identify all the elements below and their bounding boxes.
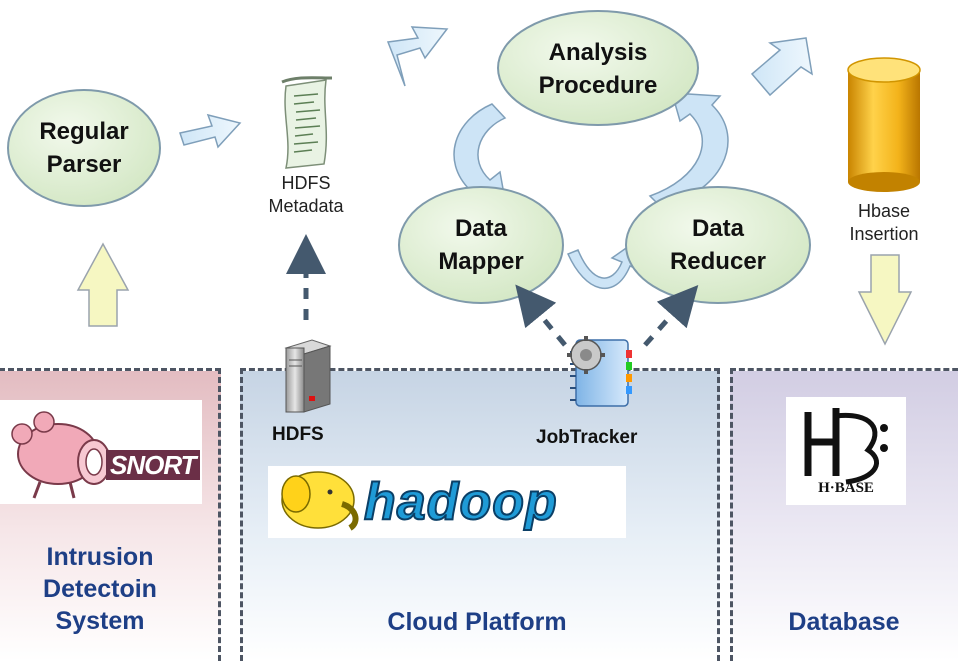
database-cylinder-icon	[847, 57, 921, 192]
server-tower-icon	[284, 339, 332, 413]
hadoop-logo-text: hadoop	[363, 473, 558, 531]
flow-arrow-parser-to-metadata	[179, 113, 242, 149]
ids-panel-title: Intrusion Detectoin System	[43, 543, 157, 635]
cycle-arrow-reducer-to-analysis	[648, 92, 729, 207]
hbase-logo-text: H·BASE	[818, 480, 874, 496]
hbase-insertion-caption: Hbase Insertion	[849, 201, 919, 244]
document-scroll-icon	[281, 76, 333, 169]
dashed-arrow-jobtracker-to-reducer	[643, 285, 699, 347]
data-mapper-label: Data Mapper	[438, 215, 524, 275]
flow-arrow-analysis-to-hbase	[750, 37, 814, 97]
jobtracker-notebook-gear-icon	[567, 336, 632, 407]
database-panel-title: Database	[788, 608, 900, 636]
flow-arrow-metadata-to-analysis	[386, 26, 449, 87]
data-reducer-node	[625, 186, 811, 304]
regular-parser-label: Regular Parser	[39, 118, 129, 178]
data-reducer-label: Data Reducer	[669, 215, 767, 275]
analysis-procedure-node	[497, 10, 699, 126]
down-arrow-hbase	[857, 254, 913, 346]
hadoop-elephant-logo	[268, 466, 626, 538]
hdfs-metadata-caption: HDFS Metadata	[268, 173, 344, 216]
cycle-arrow-analysis-to-mapper	[453, 103, 507, 201]
diagram-graphics	[7, 10, 921, 538]
jobtracker-caption: JobTracker	[536, 427, 638, 448]
regular-parser-node	[7, 89, 161, 207]
dashed-arrow-jobtracker-to-mapper	[515, 284, 567, 347]
snort-logo-text: SNORT	[106, 450, 200, 480]
data-mapper-node	[398, 186, 564, 304]
analysis-procedure-label: Analysis Procedure	[538, 39, 658, 99]
cloud-panel-title: Cloud Platform	[387, 608, 567, 636]
hdfs-caption: HDFS	[272, 424, 324, 445]
up-arrow-parser	[76, 242, 130, 327]
hbase-logo	[786, 397, 906, 505]
